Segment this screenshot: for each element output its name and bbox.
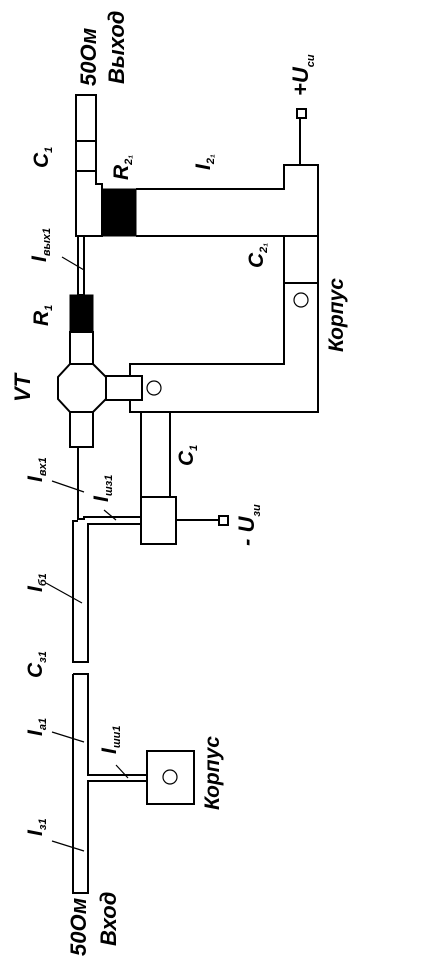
label-vt: VT	[10, 372, 35, 402]
input-stub-block	[146, 750, 195, 805]
svg-text:I2₁: I2₁	[192, 154, 217, 170]
drain-line	[136, 164, 319, 237]
label-c1-mid: C1	[175, 445, 200, 466]
label-ohm-bottom: 50Ом	[66, 898, 91, 956]
label-ia: Iа1	[24, 718, 49, 736]
svg-text:C1: C1	[30, 147, 55, 168]
svg-text:Корпус: Корпус	[201, 736, 224, 810]
input-matching-lower-a	[73, 673, 147, 776]
label-r2: R2₁	[110, 155, 135, 180]
svg-text:VT: VT	[10, 372, 35, 402]
input-ground-via	[162, 769, 178, 785]
tick-ishz	[103, 509, 117, 521]
label-ishi: Iши1	[98, 726, 123, 754]
svg-text:50Ом: 50Ом	[76, 28, 101, 86]
svg-text:Iши1: Iши1	[98, 726, 123, 754]
label-c2: C2₁	[245, 243, 270, 268]
svg-text:Iшз1: Iшз1	[90, 475, 115, 502]
resistor-r1	[69, 294, 94, 333]
tick-ishi	[115, 764, 129, 779]
svg-text:R2₁: R2₁	[110, 155, 135, 180]
r1-pad	[69, 331, 94, 365]
svg-text:Iб1: Iб1	[24, 573, 49, 592]
transistor-source-lead	[105, 375, 143, 401]
label-ishz: Iшз1	[90, 475, 115, 502]
capacitor-c1-output	[75, 140, 97, 172]
svg-text:50Ом: 50Ом	[66, 898, 91, 956]
source-ground-via	[146, 380, 162, 396]
label-u-minus: - Uзи	[234, 504, 263, 546]
label-korpus-top: Корпус	[325, 278, 348, 352]
output-feed-line	[75, 170, 103, 237]
drain-supply-terminal	[296, 108, 307, 119]
svg-text:C1: C1	[175, 445, 200, 466]
label-vhod: Вход	[96, 892, 121, 946]
svg-text:Выход: Выход	[104, 11, 129, 84]
label-korpus-bottom: Корпус	[201, 736, 224, 810]
svg-text:R1: R1	[30, 305, 55, 326]
gate-bias-block	[140, 496, 177, 545]
svg-text:Iз1: Iз1	[24, 818, 49, 836]
svg-text:C2₁: C2₁	[245, 243, 270, 268]
input-matching-lower-b	[72, 674, 147, 894]
label-vyhod: Выход	[104, 11, 129, 84]
gate-supply-terminal	[218, 515, 229, 526]
svg-text:Iа1: Iа1	[24, 718, 49, 736]
transistor-vt	[57, 363, 107, 413]
housing-loop	[129, 236, 319, 413]
tick-ivh	[51, 480, 85, 493]
svg-text:Корпус: Корпус	[325, 278, 348, 352]
tick-ib	[45, 582, 83, 604]
label-ohm-top: 50Ом	[76, 28, 101, 86]
label-c1-top: C1	[30, 147, 55, 168]
label-ib: Iб1	[24, 573, 49, 592]
housing-ground-via	[293, 292, 309, 308]
svg-text:Cз1: Cз1	[24, 651, 49, 678]
label-cz: Cз1	[24, 651, 49, 678]
label-iz: Iз1	[24, 818, 49, 836]
tick-ia	[51, 731, 85, 743]
input-matching-upper	[72, 520, 141, 663]
svg-text:Вход: Вход	[96, 892, 121, 946]
resistor-r2	[101, 188, 137, 237]
drain-stub	[77, 236, 85, 296]
svg-text:- Uзи: - Uзи	[234, 504, 263, 546]
label-ivyh: Iвых1	[28, 228, 53, 262]
gate-pad	[69, 411, 94, 448]
tick-ivyh	[61, 256, 85, 271]
label-u-plus: +Uси	[288, 54, 317, 96]
label-i2: I2₁	[192, 154, 217, 170]
output-line-segment	[75, 94, 97, 142]
svg-text:Iвх1: Iвх1	[24, 457, 49, 482]
tick-iz	[51, 840, 85, 852]
svg-text:+Uси: +Uси	[288, 54, 317, 96]
svg-text:Iвых1: Iвых1	[28, 228, 53, 262]
label-ivh: Iвх1	[24, 457, 49, 482]
label-r1: R1	[30, 305, 55, 326]
